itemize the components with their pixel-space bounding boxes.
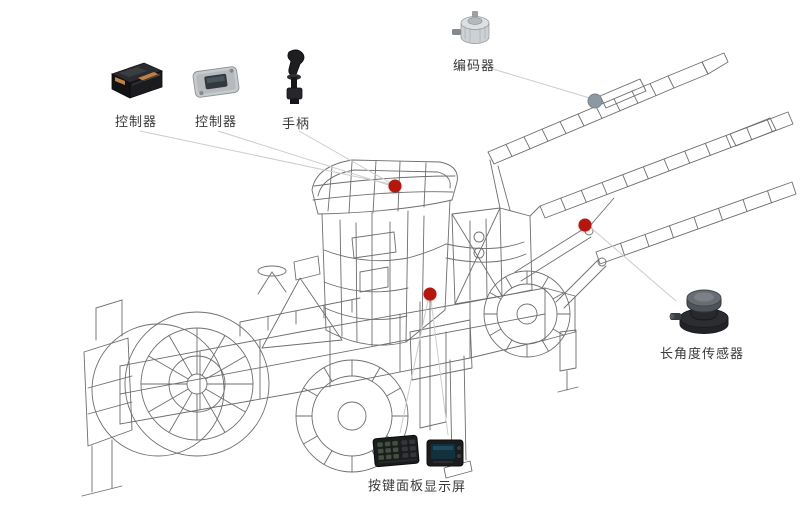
marker-encoder-position — [587, 93, 603, 109]
keypad-photo — [372, 434, 420, 468]
callout-controller-2: 控制器 — [190, 60, 242, 130]
callout-label-keypad: 按键面板 — [368, 478, 425, 493]
joystick-handle-photo — [286, 49, 305, 104]
marker-chassis-panel — [423, 287, 437, 301]
angle-sensor-photo — [669, 289, 729, 334]
callout-label-encoder: 编码器 — [452, 58, 495, 73]
marker-boom-angle-sensor — [578, 218, 592, 232]
controller-module-photo — [110, 62, 164, 99]
callout-controller-1: 控制器 — [104, 58, 168, 130]
callout-label-display: 显示屏 — [424, 479, 467, 494]
callout-encoder: 编码器 — [452, 10, 496, 74]
marker-cab-controls — [388, 179, 402, 193]
callout-label-controller-1: 控制器 — [114, 114, 157, 129]
callout-label-controller-2: 控制器 — [194, 114, 237, 129]
display-screen-photo — [426, 439, 464, 467]
callout-handle: 手柄 — [278, 48, 314, 132]
callout-label-angle-sensor: 长角度传感器 — [660, 346, 745, 361]
callout-label-handle: 手柄 — [281, 116, 310, 131]
callout-angle-sensor: 长角度传感器 — [660, 284, 744, 362]
controller-display-module-photo — [192, 66, 240, 98]
callout-keypad: 按键面板 — [368, 434, 424, 494]
encoder-photo — [452, 11, 490, 44]
callout-display: 显示屏 — [424, 437, 466, 495]
